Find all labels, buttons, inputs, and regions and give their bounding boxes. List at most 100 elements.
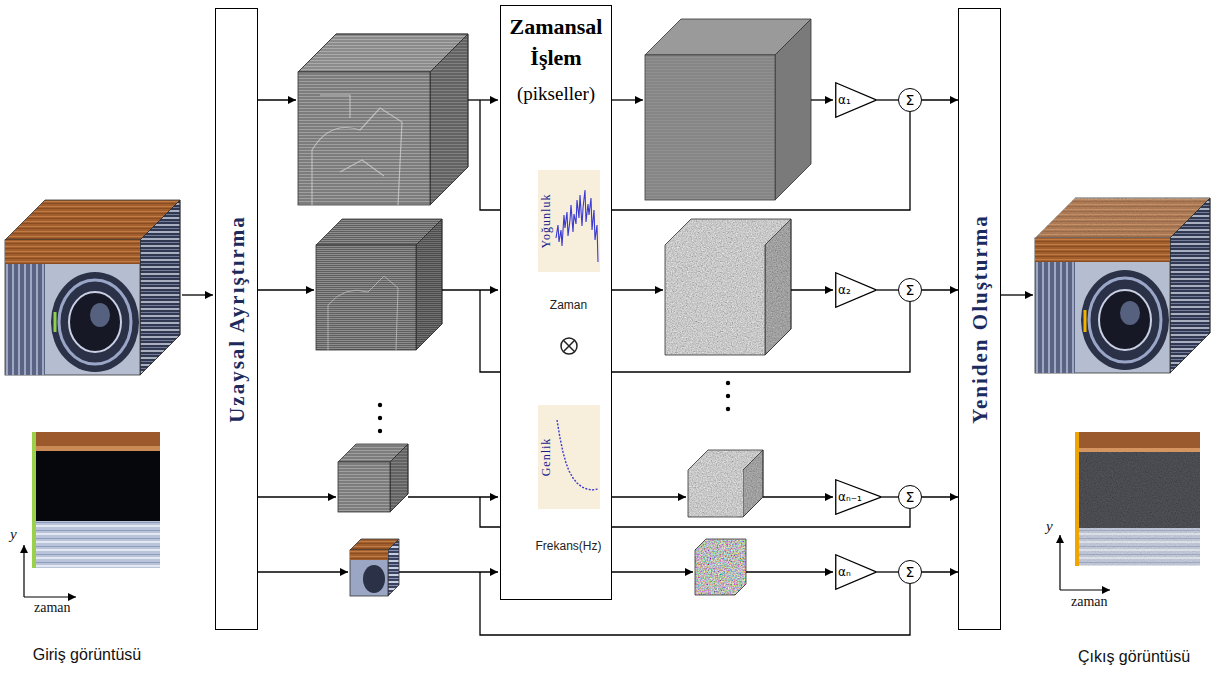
- sum-circle: Σ: [898, 485, 922, 509]
- flow-arrow: [1001, 294, 1033, 295]
- bypass-wire: [480, 100, 910, 635]
- amplified-band-cube: [645, 55, 775, 200]
- axis-arrow: [24, 596, 76, 597]
- multiply-symbol: [563, 340, 574, 351]
- frequency-response-curve: [538, 405, 600, 509]
- box-title: Zamansal İşlem: [504, 12, 608, 74]
- band-cube: [338, 444, 408, 512]
- input-video-cube: [5, 240, 140, 375]
- amplitude-frequency-plot: GenlikFrekans(Hz): [538, 405, 600, 509]
- gain-label: αₙ₋₁: [838, 491, 862, 504]
- input-time-slice: [32, 432, 160, 446]
- band-cube: [316, 245, 416, 350]
- bypass-wire: [612, 509, 910, 527]
- amplified-band-cube: [695, 550, 735, 595]
- spatial-decomposition-box: Uzaysal Ayrıştırma: [215, 8, 258, 630]
- amplifier-triangle: αₙ₋₁: [835, 479, 882, 515]
- connector-line: [877, 289, 898, 290]
- frequency-response-curve: [557, 420, 598, 490]
- input-time-slice: [32, 521, 160, 568]
- flow-arrow: [258, 99, 296, 100]
- output-time-slice: [1075, 448, 1200, 452]
- axis-arrow: [23, 545, 24, 597]
- amplified-band-cube: [688, 450, 763, 517]
- band-cube: [390, 444, 408, 512]
- sum-circle: Σ: [898, 560, 922, 584]
- flow-arrow: [258, 289, 314, 290]
- input-video-cube: [5, 264, 45, 375]
- output-video-cube: [1035, 238, 1170, 262]
- input-time-slice: [32, 432, 160, 568]
- axis-label: Yoğunluk: [538, 193, 553, 248]
- bypass-wire: [612, 112, 910, 210]
- output-time-slice: [1075, 432, 1200, 566]
- input-video-cube: [51, 272, 139, 372]
- bypass-wire: [612, 302, 910, 372]
- connector-line: [922, 289, 958, 290]
- connector-line: [877, 99, 898, 100]
- input-video-cube: [69, 292, 121, 352]
- sum-symbol: Σ: [906, 489, 915, 505]
- connector-line: [877, 571, 898, 572]
- band-cube: [363, 565, 385, 593]
- amplified-band-cube: [765, 245, 766, 355]
- amplified-band-cube: [695, 539, 746, 595]
- band-cube: [430, 34, 468, 205]
- connector-line: [922, 571, 958, 572]
- image-caption: Çıkış görüntüsü: [1078, 648, 1190, 666]
- axis-label: Genlik: [538, 437, 553, 476]
- sum-symbol: Σ: [906, 282, 915, 298]
- amplifier-outline: [836, 555, 877, 590]
- amplified-band-cube: [695, 539, 746, 595]
- output-time-slice: [1075, 528, 1200, 566]
- ellipsis-dots: [726, 407, 730, 411]
- amplifier-outline: [836, 273, 877, 308]
- axis-arrow: [1060, 535, 1110, 590]
- intensity-curve: [538, 170, 600, 272]
- amplifier-outline: [836, 83, 877, 118]
- band-cube: [350, 539, 399, 596]
- amplified-band-cube: [645, 55, 775, 200]
- input-video-cube: [140, 200, 180, 375]
- flow-arrow: [182, 100, 1033, 572]
- connector-line: [922, 496, 958, 497]
- amplified-band-cube: [688, 470, 743, 517]
- ellipsis-dots: [378, 403, 382, 407]
- output-time-slice: [1075, 452, 1200, 528]
- input-video-cube: [90, 303, 110, 327]
- axis-arrow: [1059, 535, 1060, 590]
- band-cube: [416, 219, 442, 350]
- amplified-band-cube: [775, 19, 811, 200]
- amplifier-triangle: α₁: [835, 82, 877, 118]
- frequency-response-curve: [538, 405, 600, 509]
- band-cube: [338, 462, 390, 512]
- input-time-slice: [32, 446, 160, 451]
- input-video-cube: [59, 280, 131, 364]
- flow-arrow: [468, 99, 498, 100]
- band-cube: [430, 34, 468, 205]
- band-cube: [416, 219, 442, 350]
- output-time-slice: [1075, 528, 1200, 566]
- amplified-band-cube: [765, 219, 791, 355]
- bypass-wire: [480, 497, 500, 527]
- bypass-wire: [480, 290, 500, 372]
- flow-arrow: [612, 99, 643, 100]
- band-cube: [390, 444, 408, 512]
- ellipsis-dots: [378, 416, 382, 420]
- output-time-slice: [1075, 432, 1200, 448]
- bypass-wire: [480, 100, 500, 210]
- flow-arrow: [258, 496, 336, 497]
- input-video-cube: [54, 312, 57, 332]
- axis-label: zaman: [34, 600, 71, 616]
- input-video-cube: [5, 200, 180, 375]
- sum-symbol: Σ: [906, 564, 915, 580]
- amplified-band-cube: [665, 219, 791, 355]
- flow-arrow: [442, 289, 498, 290]
- input-video-cube: [140, 200, 180, 375]
- band-cube: [316, 219, 442, 350]
- box-title: Uzaysal Ayrıştırma: [224, 215, 249, 423]
- axis-label: y: [10, 526, 17, 543]
